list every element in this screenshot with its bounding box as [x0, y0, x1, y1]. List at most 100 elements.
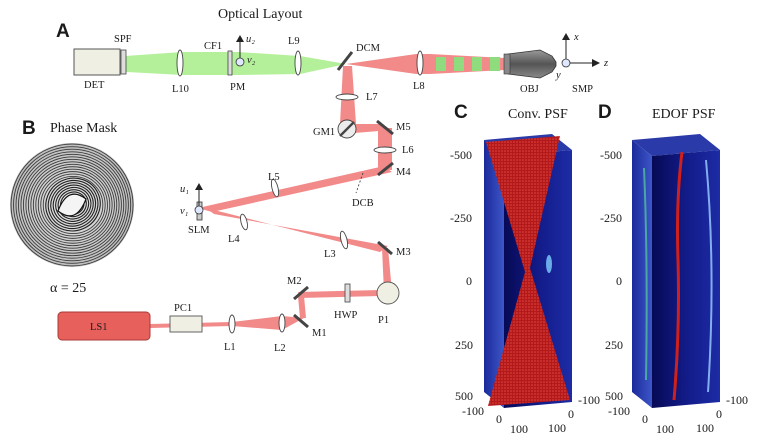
polarizer-p1	[376, 281, 400, 305]
label-y: y	[555, 70, 561, 81]
lens-l4	[240, 213, 248, 231]
objective-lens-icon	[507, 49, 557, 79]
label-l9: L9	[288, 36, 300, 47]
psf-d-x-tick: 0	[642, 412, 648, 426]
lens-l3	[339, 230, 349, 250]
label-l10: L10	[172, 84, 189, 95]
sample-icon	[561, 58, 571, 68]
objective-mount	[503, 53, 511, 75]
phase-mask-fringe	[10, 143, 134, 267]
lens-l5	[270, 178, 280, 198]
psf-d-sidelobe-right	[705, 159, 713, 393]
label-cf1: CF1	[204, 41, 222, 52]
psf-c-z-tick: -500	[450, 148, 472, 162]
phase-mask-fringe	[47, 179, 99, 230]
pc1-box	[169, 315, 203, 333]
panel-label-b: B	[22, 118, 36, 139]
phase-mask-fringe	[55, 186, 92, 222]
beam-segment	[490, 57, 500, 71]
panel-label-a: A	[56, 21, 70, 42]
lens-l1	[228, 314, 236, 334]
mirror-m3	[377, 240, 393, 256]
label-gm1: GM1	[313, 127, 335, 138]
lens-l6	[373, 146, 397, 154]
psf-c-y-tick: -100	[578, 393, 600, 407]
red-excitation-beam	[346, 54, 505, 74]
phase-mask-element	[235, 57, 245, 67]
beam-segment	[454, 57, 464, 71]
label-slm: SLM	[188, 225, 210, 236]
label-spf: SPF	[114, 34, 132, 45]
label-x: x	[573, 32, 579, 43]
label-obj: OBJ	[520, 84, 539, 95]
psf-c-sidelobe	[546, 255, 552, 273]
phase-mask-fringe	[27, 161, 118, 249]
label-u2: u₂	[246, 34, 255, 45]
psf-c-x-tick: 0	[496, 412, 502, 426]
label-pm: PM	[230, 82, 246, 93]
phase-mask-fringe	[35, 168, 111, 242]
psf-d-z-tick: -250	[600, 211, 622, 225]
mirror-m2	[293, 285, 309, 301]
psf-d-y-tick: 0	[716, 407, 722, 421]
psf-d-z-tick: 0	[616, 274, 622, 288]
label-u1: u₁	[180, 184, 189, 195]
psf-d-volume	[632, 134, 720, 408]
label-v2: v₂	[247, 55, 256, 66]
label-l6: L6	[402, 145, 414, 156]
label-m1: M1	[312, 328, 327, 339]
psf-c-title: Conv. PSF	[508, 107, 568, 122]
label-l4: L4	[228, 234, 240, 245]
label-m5: M5	[396, 122, 411, 133]
layout-title: Optical Layout	[218, 7, 302, 22]
psf-d-title: EDOF PSF	[652, 107, 716, 122]
red-beam-m1-m2	[298, 296, 306, 318]
psf-d-x-tick: 100	[656, 422, 674, 436]
label-m4: M4	[396, 167, 411, 178]
psf-c-cone-bottom	[488, 268, 570, 406]
lens-l2	[278, 313, 286, 333]
psf-d-y-tick: -100	[726, 393, 748, 407]
short-pass-filter	[120, 49, 127, 75]
phase-mask-title: Phase Mask	[50, 121, 117, 136]
beam-segment	[436, 57, 446, 71]
psf-d-y-tick: 100	[696, 421, 714, 435]
phase-mask-fringe	[40, 173, 106, 237]
psf-c-volume	[484, 134, 572, 408]
red-beam-m4-slm	[198, 166, 392, 212]
galvo-mirror-plate	[339, 121, 355, 137]
psf-d-front-face	[652, 150, 720, 408]
z-arrow-icon	[592, 59, 600, 67]
half-wave-plate	[344, 283, 351, 303]
label-dcb: DCB	[352, 198, 374, 209]
x-arrow-icon	[562, 33, 570, 40]
phase-mask-fringe	[37, 171, 108, 239]
psf-d-z-tick: 500	[605, 389, 623, 403]
psf-c-left-face	[484, 140, 504, 408]
psf-d-z-tick: -500	[600, 148, 622, 162]
label-l8: L8	[413, 81, 425, 92]
mirror-m5	[376, 119, 394, 136]
psf-d-z-tick: 250	[605, 338, 623, 352]
phase-mask-core	[57, 193, 87, 217]
phase-mask-fringe	[45, 177, 101, 232]
label-hwp: HWP	[334, 310, 357, 321]
label-l3: L3	[324, 249, 336, 260]
label-z: z	[603, 58, 608, 69]
psf-c-cone-top	[486, 136, 560, 272]
dichroic-mirror	[336, 51, 354, 71]
psf-c-y-tick: 100	[548, 421, 566, 435]
red-beam-m2-p1	[298, 290, 380, 298]
psf-c-z-tick: -250	[450, 211, 472, 225]
mirror-m1	[293, 313, 309, 329]
red-beam-m3-p1	[382, 248, 392, 292]
panel-label-d: D	[598, 102, 612, 123]
psf-c-x-tick: -100	[462, 404, 484, 418]
u1-arrow-icon	[195, 183, 203, 190]
psf-d-main-lobe	[672, 151, 684, 401]
phase-mask-fringe	[25, 158, 120, 252]
label-l1: L1	[224, 342, 236, 353]
psf-d-ticks: -500 -250 0 250 500 -100 0 100 -100 0 10…	[600, 148, 748, 436]
